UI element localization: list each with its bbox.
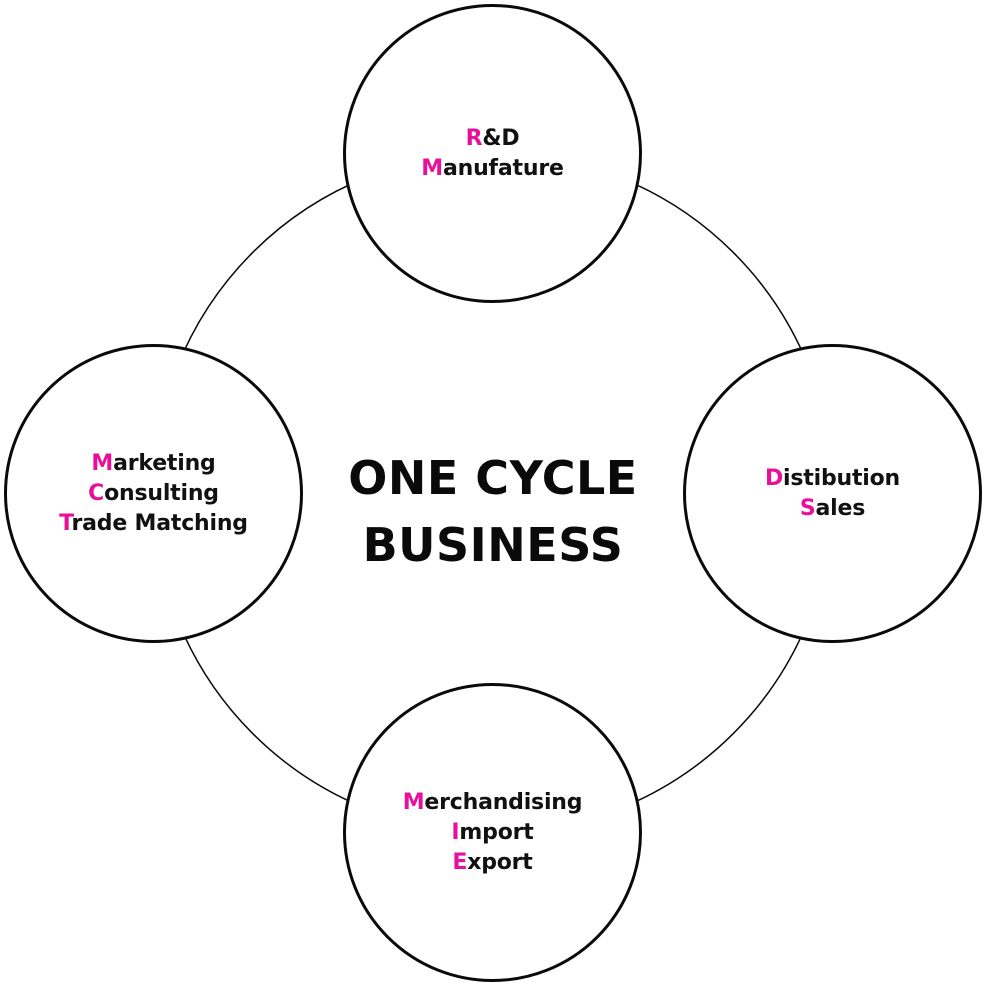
node-line-merchandising: Merchandising (403, 788, 583, 818)
node-initial: E (452, 849, 468, 875)
node-line-text: erchandising (424, 789, 583, 815)
node-initial: C (88, 480, 105, 506)
node-initial: I (451, 819, 460, 845)
node-line-manufacture: Manufature (421, 154, 564, 184)
center-title-line-2: BUSINESS (362, 518, 624, 572)
node-line-sales: Sales (800, 494, 865, 524)
node-line-text: rade Matching (71, 510, 249, 536)
node-initial: M (91, 450, 114, 476)
node-line-distribution: Distibution (765, 464, 900, 494)
node-initial: S (799, 495, 816, 521)
center-title-line-1: ONE CYCLE (348, 451, 638, 505)
node-distribution-sales: Distibution Sales (683, 344, 982, 643)
node-line-consulting: Consulting (88, 479, 219, 509)
node-line-trade-matching: Trade Matching (59, 509, 248, 539)
node-initial: D (764, 465, 784, 491)
node-initial: M (402, 789, 425, 815)
node-line-text: xport (467, 849, 533, 875)
node-line-text: mport (459, 819, 534, 845)
node-line-rd: R&D (466, 124, 520, 154)
node-line-export: Export (452, 848, 532, 878)
node-initial: M (421, 155, 443, 181)
node-line-marketing: Marketing (91, 449, 215, 479)
node-initial: T (59, 510, 72, 536)
node-line-text: ales (815, 495, 866, 521)
node-merchandising-import-export: Merchandising Import Export (343, 683, 642, 982)
node-line-text: &D (482, 125, 520, 151)
node-line-import: Import (451, 818, 533, 848)
node-line-text: arketing (113, 450, 216, 476)
node-initial: R (465, 125, 483, 151)
node-line-text: anufature (442, 155, 564, 181)
node-line-text: onsulting (104, 480, 219, 506)
node-line-text: istibution (783, 465, 900, 491)
center-title: ONE CYCLE BUSINESS (293, 445, 693, 579)
node-marketing-consulting-trade: Marketing Consulting Trade Matching (4, 344, 303, 643)
node-rd-manufacture: R&D Manufature (343, 4, 642, 303)
